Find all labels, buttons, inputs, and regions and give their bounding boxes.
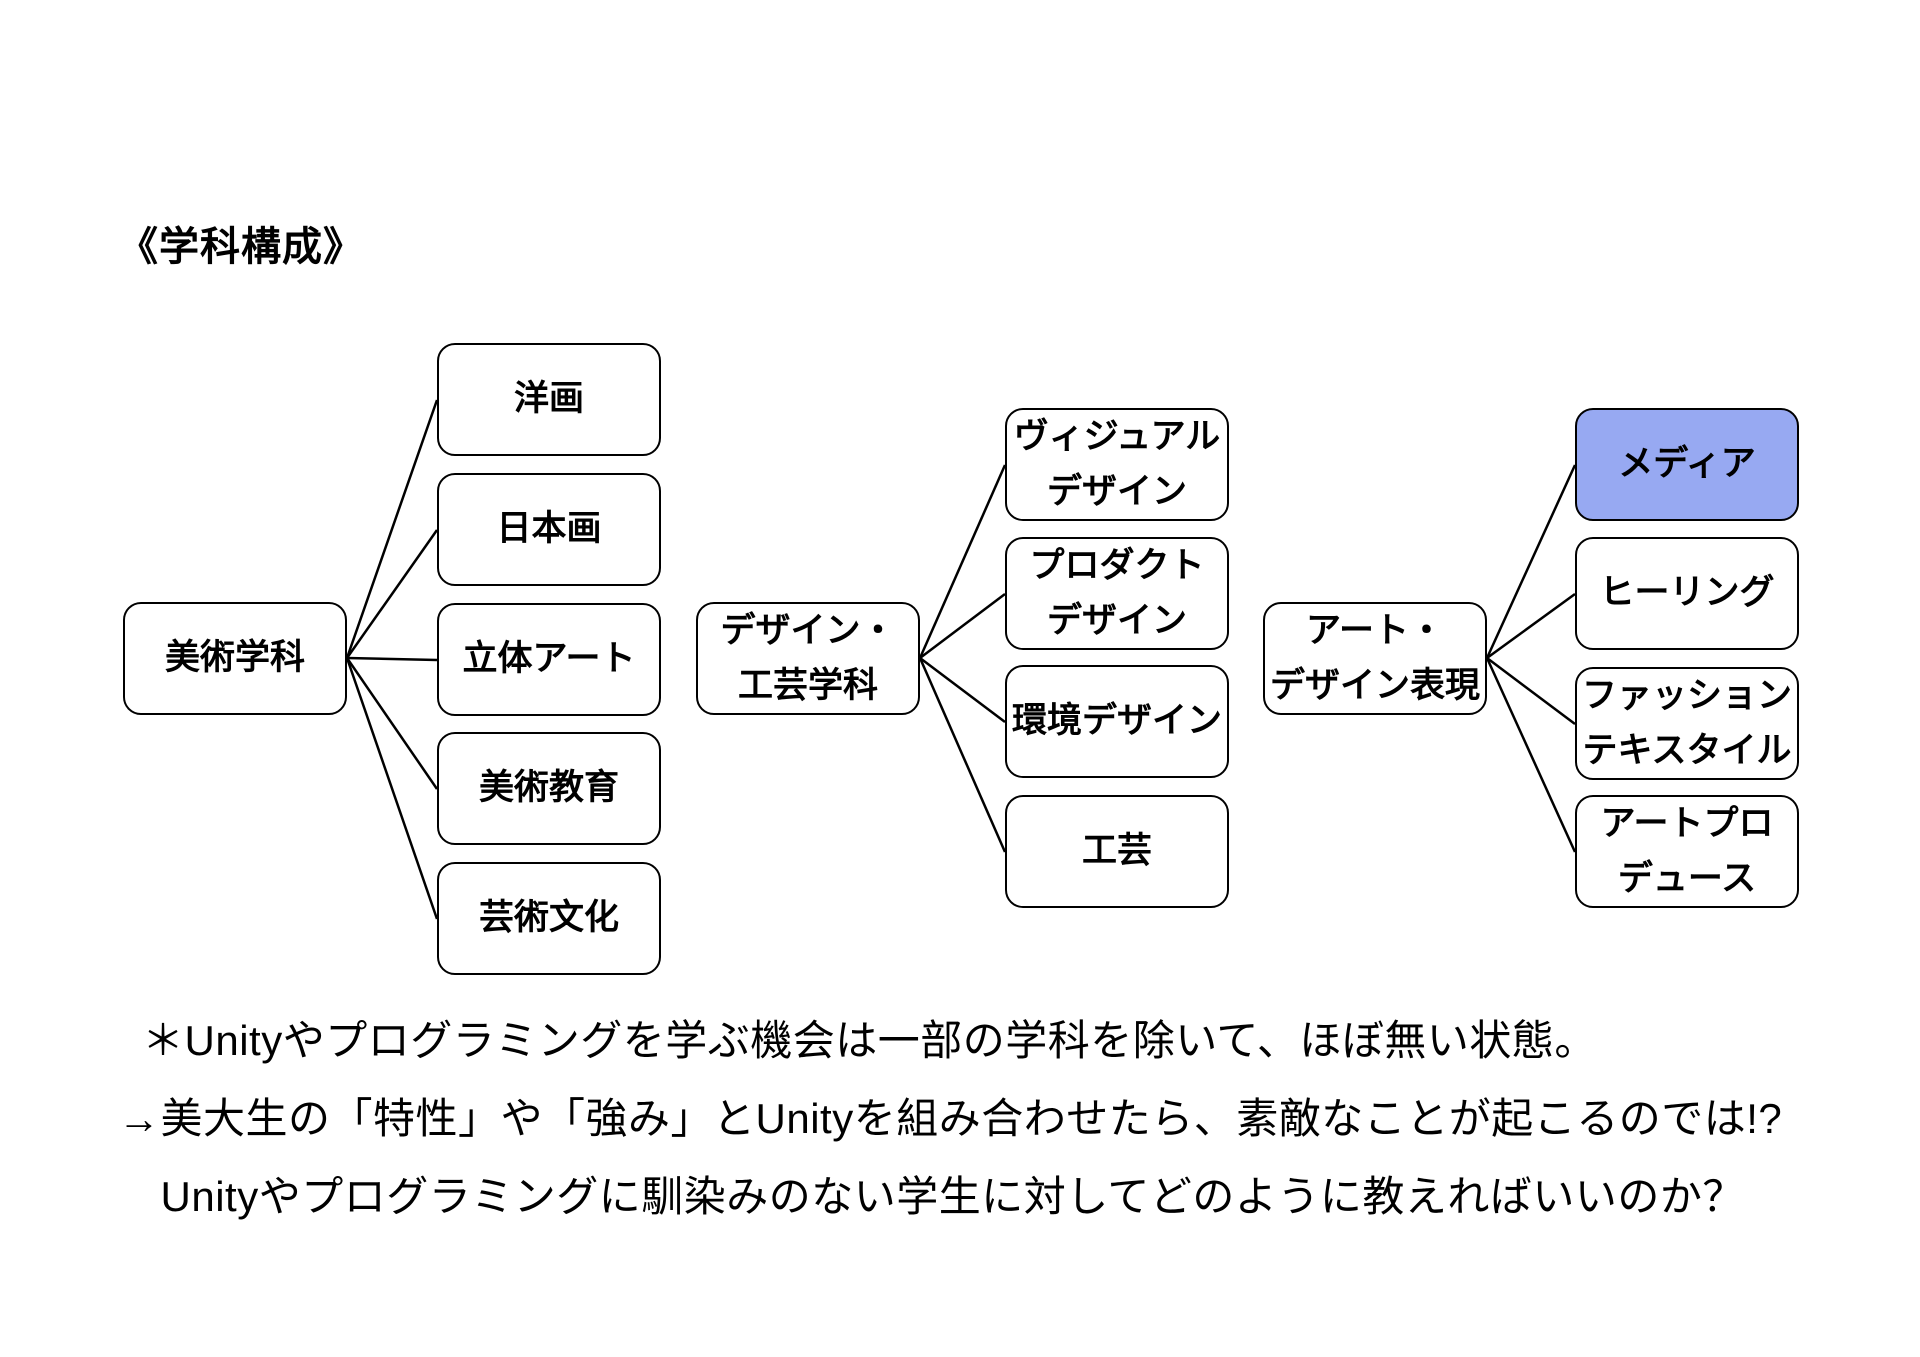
node-label: 洋画 bbox=[513, 379, 584, 419]
node-kankyo-design: 環境デザイン bbox=[1005, 665, 1229, 778]
annotation-line-2: →美大生の「特性」や「強み」とUnityを組み合わせたら、素敵なことが起こるので… bbox=[118, 1095, 1783, 1142]
node-nihonga: 日本画 bbox=[437, 473, 661, 586]
node-kogei: 工芸 bbox=[1005, 795, 1229, 908]
node-visual-design: ヴィジュアル デザイン bbox=[1005, 408, 1229, 521]
annotation-block: ＊Unityやプログラミングを学ぶ機会は一部の学科を除いて、ほぼ無い状態。 →美… bbox=[118, 1002, 1782, 1236]
node-label-line: ファッション bbox=[1581, 676, 1792, 716]
node-rittai-art: 立体アート bbox=[437, 603, 661, 716]
node-label-line: デザイン bbox=[1046, 600, 1187, 640]
node-label-line: デザイン bbox=[1046, 471, 1187, 511]
page-title: 《学科構成》 bbox=[118, 225, 364, 269]
node-fashion-textile: ファッション テキスタイル bbox=[1575, 667, 1799, 780]
node-label-line: デュース bbox=[1617, 858, 1757, 898]
node-label-line: アートプロ bbox=[1600, 804, 1774, 844]
annotation-line-3: Unityやプログラミングに馴染みのない学生に対してどのように教えればいいのか？ bbox=[118, 1173, 1745, 1220]
node-label-line: デザイン表現 bbox=[1269, 665, 1480, 705]
node-label: ヒーリング bbox=[1599, 573, 1775, 613]
node-label-line: アート・ bbox=[1306, 611, 1444, 651]
node-label-line: ヴィジュアル bbox=[1013, 417, 1221, 457]
node-label: 美術教育 bbox=[478, 768, 619, 808]
node-label-line: デザイン・ bbox=[720, 611, 896, 651]
node-bijutsu-gakka: 美術学科 bbox=[123, 602, 347, 715]
node-healing: ヒーリング bbox=[1575, 537, 1799, 650]
node-geijutsu-bunka: 芸術文化 bbox=[437, 862, 661, 975]
node-product-design: プロダクト デザイン bbox=[1005, 537, 1229, 650]
annotation-line-1: ＊Unityやプログラミングを学ぶ機会は一部の学科を除いて、ほぼ無い状態。 bbox=[142, 1017, 1597, 1064]
node-art-design-hyogen: アート・ デザイン表現 bbox=[1263, 602, 1487, 715]
node-design-kogei-gakka: デザイン・ 工芸学科 bbox=[696, 602, 920, 715]
node-media-highlighted: メディア bbox=[1575, 408, 1799, 521]
node-label: 美術学科 bbox=[164, 638, 305, 678]
node-label-line: 工芸学科 bbox=[737, 665, 878, 705]
node-label: メディア bbox=[1618, 444, 1756, 484]
node-bijutsu-kyoiku: 美術教育 bbox=[437, 732, 661, 845]
node-label-line: テキスタイル bbox=[1582, 730, 1792, 770]
node-label: 環境デザイン bbox=[1011, 701, 1222, 741]
node-art-produce: アートプロ デュース bbox=[1575, 795, 1799, 908]
node-label-line: プロダクト bbox=[1029, 546, 1205, 586]
node-label: 芸術文化 bbox=[478, 898, 619, 938]
node-label: 日本画 bbox=[496, 509, 602, 549]
node-label: 立体アート bbox=[462, 639, 636, 679]
node-label: 工芸 bbox=[1081, 831, 1152, 871]
node-yoga: 洋画 bbox=[437, 343, 661, 456]
